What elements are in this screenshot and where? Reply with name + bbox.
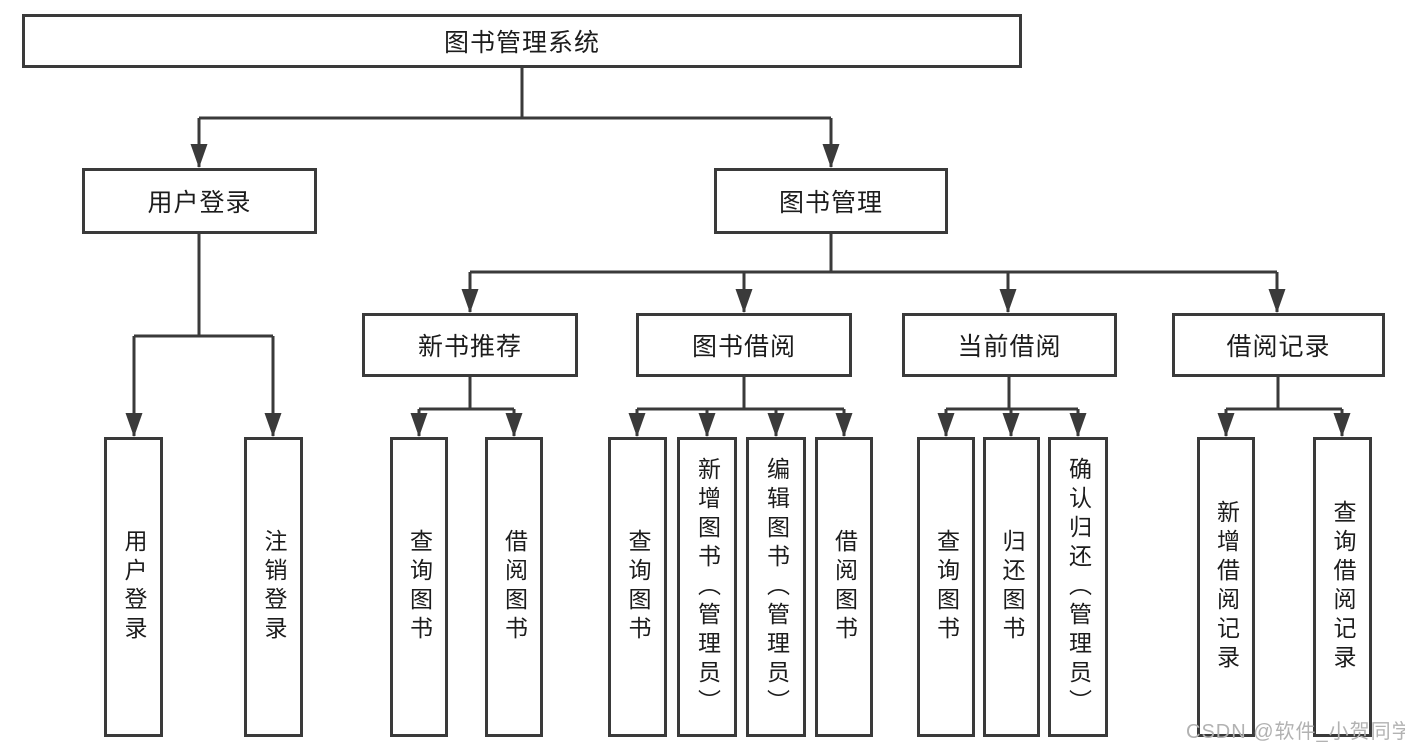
leaf-user-login: 用户登录 — [104, 437, 163, 737]
node-borrow-records-label: 借阅记录 — [1226, 333, 1331, 361]
node-root-system-label: 图书管理系统 — [443, 29, 600, 57]
leaf-confirm-return-admin: 确认归还（管理员） — [1048, 437, 1108, 737]
leaf-borrow-book: 借阅图书 — [815, 437, 873, 737]
leaf-logout-label: 注销登录 — [261, 529, 287, 645]
leaf-add-book-admin-label: 新增图书（管理员） — [694, 456, 721, 718]
leaf-confirm-return-admin-label: 确认归还（管理员） — [1065, 456, 1092, 718]
leaf-recommend-query-book-label: 查询图书 — [406, 529, 433, 645]
leaf-query-borrow-record-label: 查询借阅记录 — [1330, 500, 1356, 674]
leaf-recommend-borrow-book: 借阅图书 — [485, 437, 543, 737]
leaf-borrow-query-book-label: 查询图书 — [625, 529, 651, 645]
leaf-return-book-label: 归还图书 — [999, 529, 1025, 645]
node-book-management-label: 图书管理 — [778, 189, 883, 217]
leaf-borrow-book-label: 借阅图书 — [831, 529, 858, 645]
leaf-edit-book-admin: 编辑图书（管理员） — [746, 437, 806, 737]
leaf-borrow-query-book: 查询图书 — [608, 437, 667, 737]
leaf-current-query-book-label: 查询图书 — [933, 529, 960, 645]
leaf-current-query-book: 查询图书 — [917, 437, 975, 737]
node-current-borrow-label: 当前借阅 — [957, 333, 1062, 361]
node-root-system: 图书管理系统 — [22, 14, 1022, 68]
leaf-add-borrow-record: 新增借阅记录 — [1197, 437, 1255, 737]
leaf-add-book-admin: 新增图书（管理员） — [677, 437, 737, 737]
leaf-user-login-label: 用户登录 — [121, 529, 147, 645]
leaf-return-book: 归还图书 — [983, 437, 1040, 737]
node-current-borrow: 当前借阅 — [902, 313, 1117, 377]
node-borrow-records: 借阅记录 — [1172, 313, 1385, 377]
leaf-add-borrow-record-label: 新增借阅记录 — [1213, 500, 1240, 674]
csdn-watermark: CSDN @软件_小贺同学 — [1186, 721, 1405, 743]
leaf-logout: 注销登录 — [244, 437, 303, 737]
node-user-login-label: 用户登录 — [147, 189, 252, 217]
node-book-borrow: 图书借阅 — [636, 313, 852, 377]
leaf-query-borrow-record: 查询借阅记录 — [1313, 437, 1372, 737]
node-book-management: 图书管理 — [714, 168, 948, 234]
node-new-book-recommend-label: 新书推荐 — [417, 333, 522, 361]
node-new-book-recommend: 新书推荐 — [362, 313, 578, 377]
leaf-edit-book-admin-label: 编辑图书（管理员） — [763, 456, 790, 718]
leaf-recommend-borrow-book-label: 借阅图书 — [501, 529, 528, 645]
node-user-login: 用户登录 — [82, 168, 317, 234]
leaf-recommend-query-book: 查询图书 — [390, 437, 448, 737]
node-book-borrow-label: 图书借阅 — [691, 333, 796, 361]
